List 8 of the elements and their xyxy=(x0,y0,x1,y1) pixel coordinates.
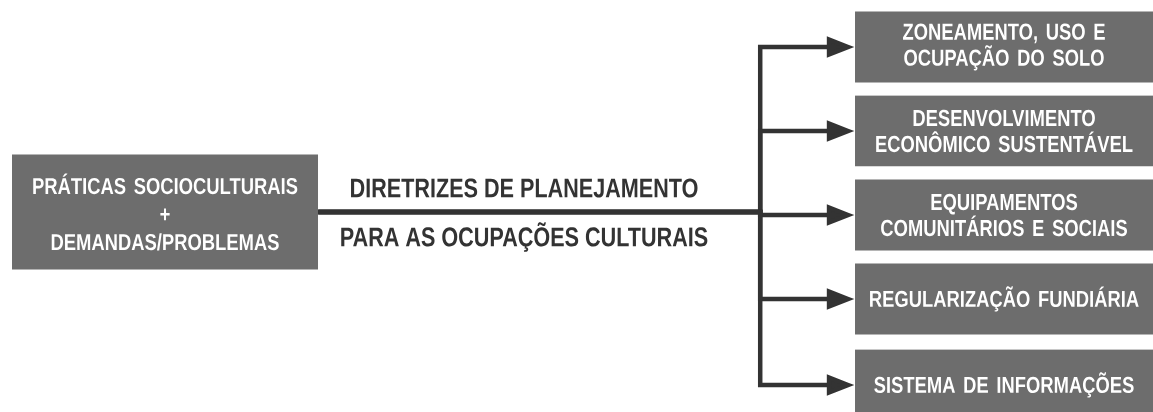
topic-box: EQUIPAMENTOS COMUNITÁRIOS E SOCIAIS xyxy=(855,179,1153,251)
topic-box: REGULARIZAÇÃO FUNDIÁRIA xyxy=(855,263,1153,335)
source-box: PRÁTICAS SOCIOCULTURAIS + DEMANDAS/PROBLEMAS xyxy=(12,154,318,270)
topic-box: DESENVOLVIMENTO ECONÔMICO SUSTENTÁVEL xyxy=(855,95,1153,167)
topic-box: ZONEAMENTO, USO E OCUPAÇÃO DO SOLO xyxy=(855,11,1153,83)
topic-box: SISTEMA DE INFORMAÇÕES xyxy=(855,349,1153,412)
trunk-label: PARA AS OCUPAÇÕES CULTURAIS xyxy=(341,222,708,252)
trunk-label: DIRETRIZES DE PLANEJAMENTO xyxy=(351,178,698,198)
